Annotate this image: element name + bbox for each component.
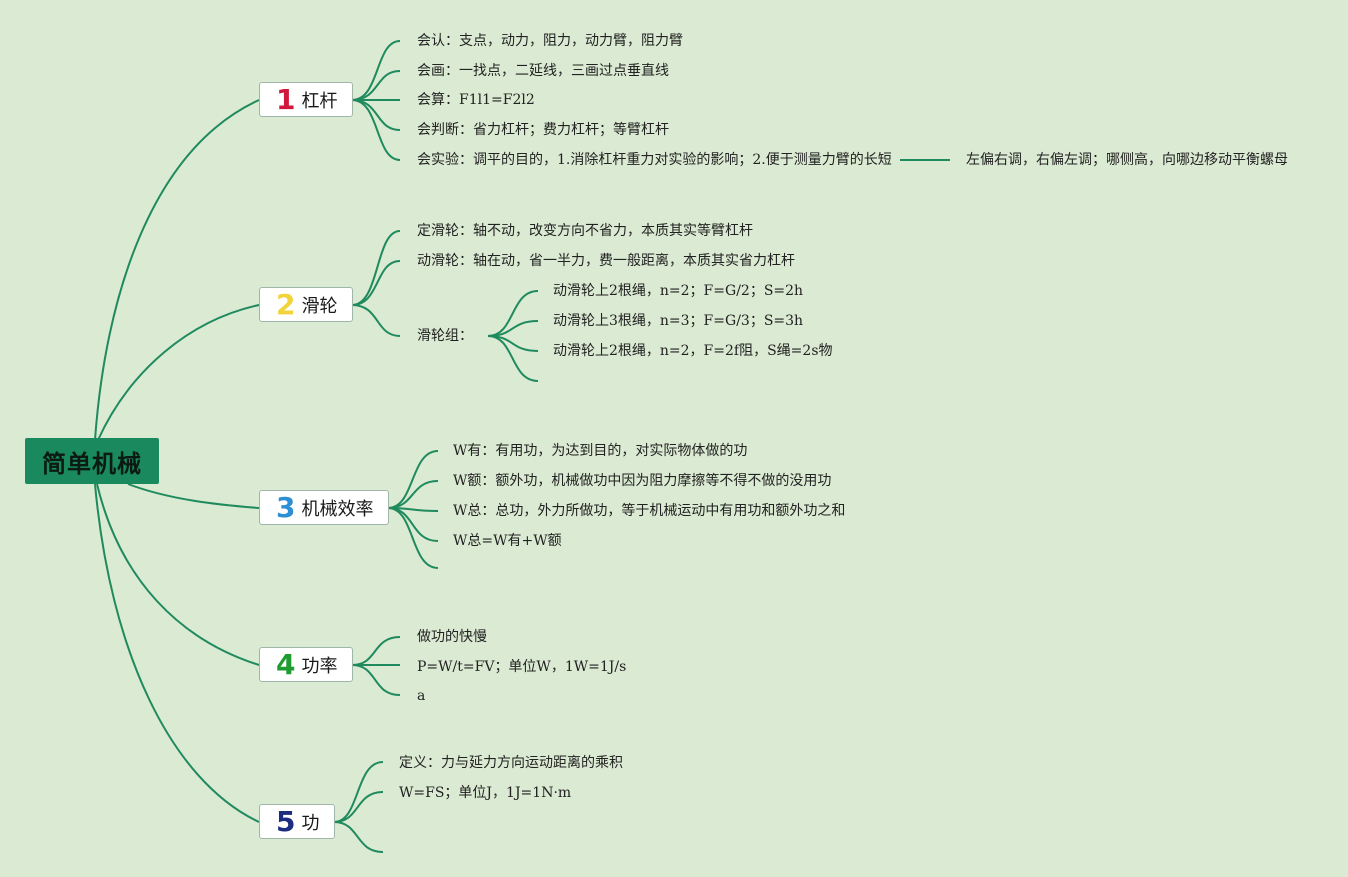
leaf-item[interactable]: a: [417, 688, 426, 704]
branch-node-3[interactable]: 3 机械效率: [259, 490, 389, 525]
branch-label: 功: [301, 812, 320, 834]
number-4-icon: 4: [276, 647, 296, 681]
branch-node-2[interactable]: 2 滑轮: [259, 287, 353, 322]
sub-leaf-item[interactable]: 动滑轮上2根绳，n=2，F=2f阻，S绳=2s物: [553, 343, 833, 359]
leaf-item-extra[interactable]: 左偏右调，右偏左调；哪侧高，向哪边移动平衡螺母: [966, 152, 1288, 168]
branch-node-4[interactable]: 4 功率: [259, 647, 353, 682]
branch-label: 功率: [301, 655, 338, 677]
number-2-icon: 2: [276, 287, 296, 321]
leaf-item[interactable]: 会画：一找点，二延线，三画过点垂直线: [417, 63, 669, 79]
branch-label: 机械效率: [301, 498, 374, 520]
number-5-icon: 5: [276, 804, 296, 838]
leaf-item[interactable]: 滑轮组：: [417, 328, 473, 344]
leaf-item[interactable]: 定义：力与延力方向运动距离的乘积: [399, 755, 623, 771]
sub-leaf-item[interactable]: 动滑轮上2根绳，n=2；F=G/2；S=2h: [553, 283, 804, 299]
leaf-item[interactable]: W总：总功，外力所做功，等于机械运动中有用功和额外功之和: [453, 503, 846, 519]
edge-root-branch-1: [94, 99, 260, 441]
leaf-item[interactable]: W额：额外功，机械做功中因为阻力摩擦等不得不做的没用功: [453, 473, 832, 489]
leaf-item[interactable]: 动滑轮：轴在动，省一半力，费一般距离，本质其实省力杠杆: [417, 253, 795, 269]
leaf-item[interactable]: W有：有用功，为达到目的，对实际物体做的功: [453, 443, 748, 459]
branch-node-1[interactable]: 1 杠杆: [259, 82, 353, 117]
branch-node-5[interactable]: 5 功: [259, 804, 335, 839]
leaf-item[interactable]: W总=W有+W额: [453, 533, 562, 549]
number-1-icon: 1: [276, 82, 296, 116]
leaf-item[interactable]: 做功的快慢: [417, 629, 487, 645]
leaf-item[interactable]: P=W/t=FV；单位W，1W=1J/s: [417, 659, 627, 675]
leaf-item[interactable]: 会判断：省力杠杆；费力杠杆；等臂杠杆: [417, 122, 669, 138]
branch-label: 杠杆: [301, 90, 338, 112]
branch-label: 滑轮: [301, 295, 338, 317]
edge-root-branch-4: [96, 483, 260, 666]
edge-root-branch-5: [94, 483, 260, 823]
leaf-item[interactable]: 会实验：调平的目的，1.消除杠杆重力对实验的影响；2.便于测量力臂的长短: [417, 152, 892, 168]
number-3-icon: 3: [276, 490, 296, 524]
edge-root-branch-3: [127, 483, 260, 509]
leaf-item[interactable]: 会算：F1l1=F2l2: [417, 92, 535, 108]
sub-leaf-item[interactable]: 动滑轮上3根绳，n=3；F=G/3；S=3h: [553, 313, 804, 329]
root-node[interactable]: 简单机械: [25, 438, 159, 484]
leaf-item[interactable]: 定滑轮：轴不动，改变方向不省力，本质其实等臂杠杆: [417, 223, 753, 239]
edge-root-branch-2: [97, 304, 260, 441]
leaf-item[interactable]: 会认：支点，动力，阻力，动力臂，阻力臂: [417, 33, 683, 49]
leaf-item[interactable]: W=FS；单位J，1J=1N·m: [399, 785, 572, 801]
